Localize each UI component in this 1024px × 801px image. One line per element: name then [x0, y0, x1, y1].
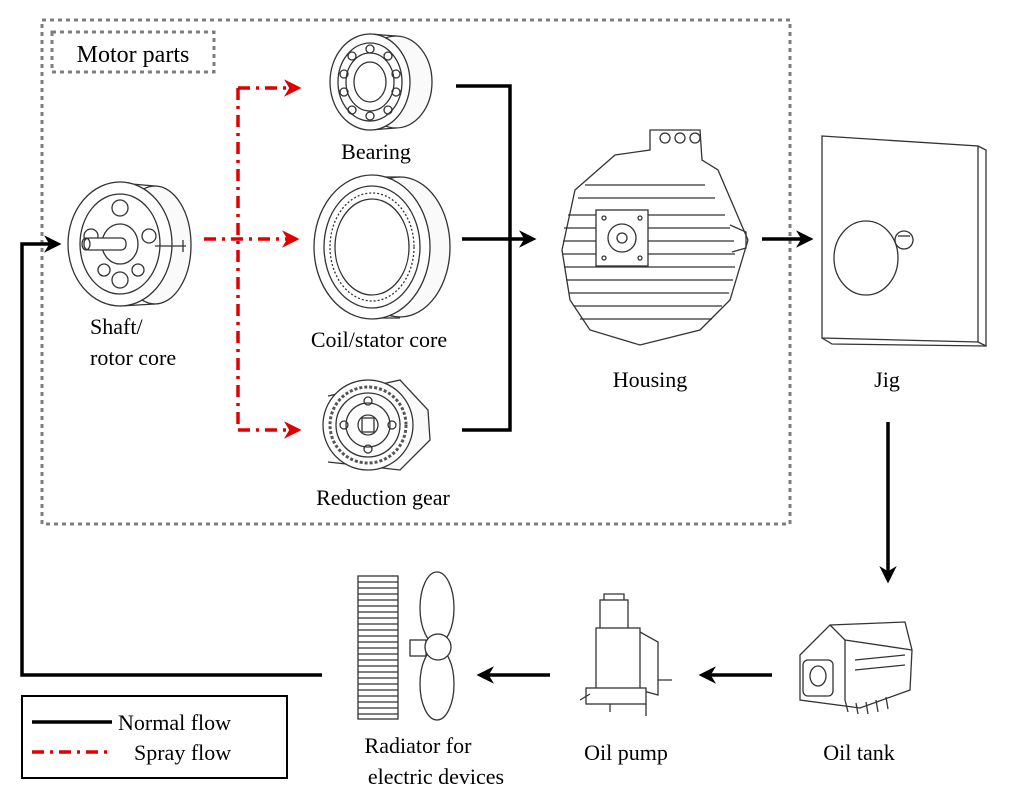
oil-pump-icon — [579, 593, 672, 716]
motor-parts-title-box — [50, 30, 216, 74]
housing-label: Housing — [613, 367, 688, 392]
legend-spray-label: Spray flow — [134, 740, 231, 765]
legend: Normal flow Spray flow — [21, 695, 288, 779]
bearing-label: Bearing — [341, 139, 411, 164]
oil-pump-label: Oil pump — [584, 740, 668, 765]
radiator-label-line1: Radiator for — [365, 733, 473, 758]
shaft-rotor-core-icon — [67, 181, 192, 307]
coil-stator-core-label: Coil/stator core — [311, 327, 447, 352]
radiator-icon — [357, 571, 455, 721]
flow-parts-merge — [456, 84, 512, 432]
oil-tank-label: Oil tank — [823, 740, 895, 765]
motor-parts-title: Motor parts — [77, 42, 190, 68]
shaft-label-line2: rotor core — [90, 345, 176, 370]
jig-icon — [821, 135, 987, 348]
spray-flow-arrows — [204, 79, 302, 439]
oil-tank-icon — [799, 621, 913, 715]
housing-icon — [561, 129, 749, 346]
motor-parts-group: Motor parts — [40, 18, 792, 526]
bearing-icon — [329, 33, 433, 131]
jig-label: Jig — [874, 367, 900, 392]
radiator-label-line2: electric devices — [368, 764, 504, 789]
flow-return-to-shaft — [20, 235, 322, 677]
coil-stator-core-icon — [313, 174, 451, 320]
shaft-label-line1: Shaft/ — [90, 314, 143, 339]
normal-flow-arrows — [20, 84, 897, 684]
legend-box — [21, 695, 288, 779]
legend-normal-label: Normal flow — [118, 710, 231, 735]
reduction-gear-icon — [322, 379, 431, 471]
reduction-gear-label: Reduction gear — [316, 485, 450, 510]
